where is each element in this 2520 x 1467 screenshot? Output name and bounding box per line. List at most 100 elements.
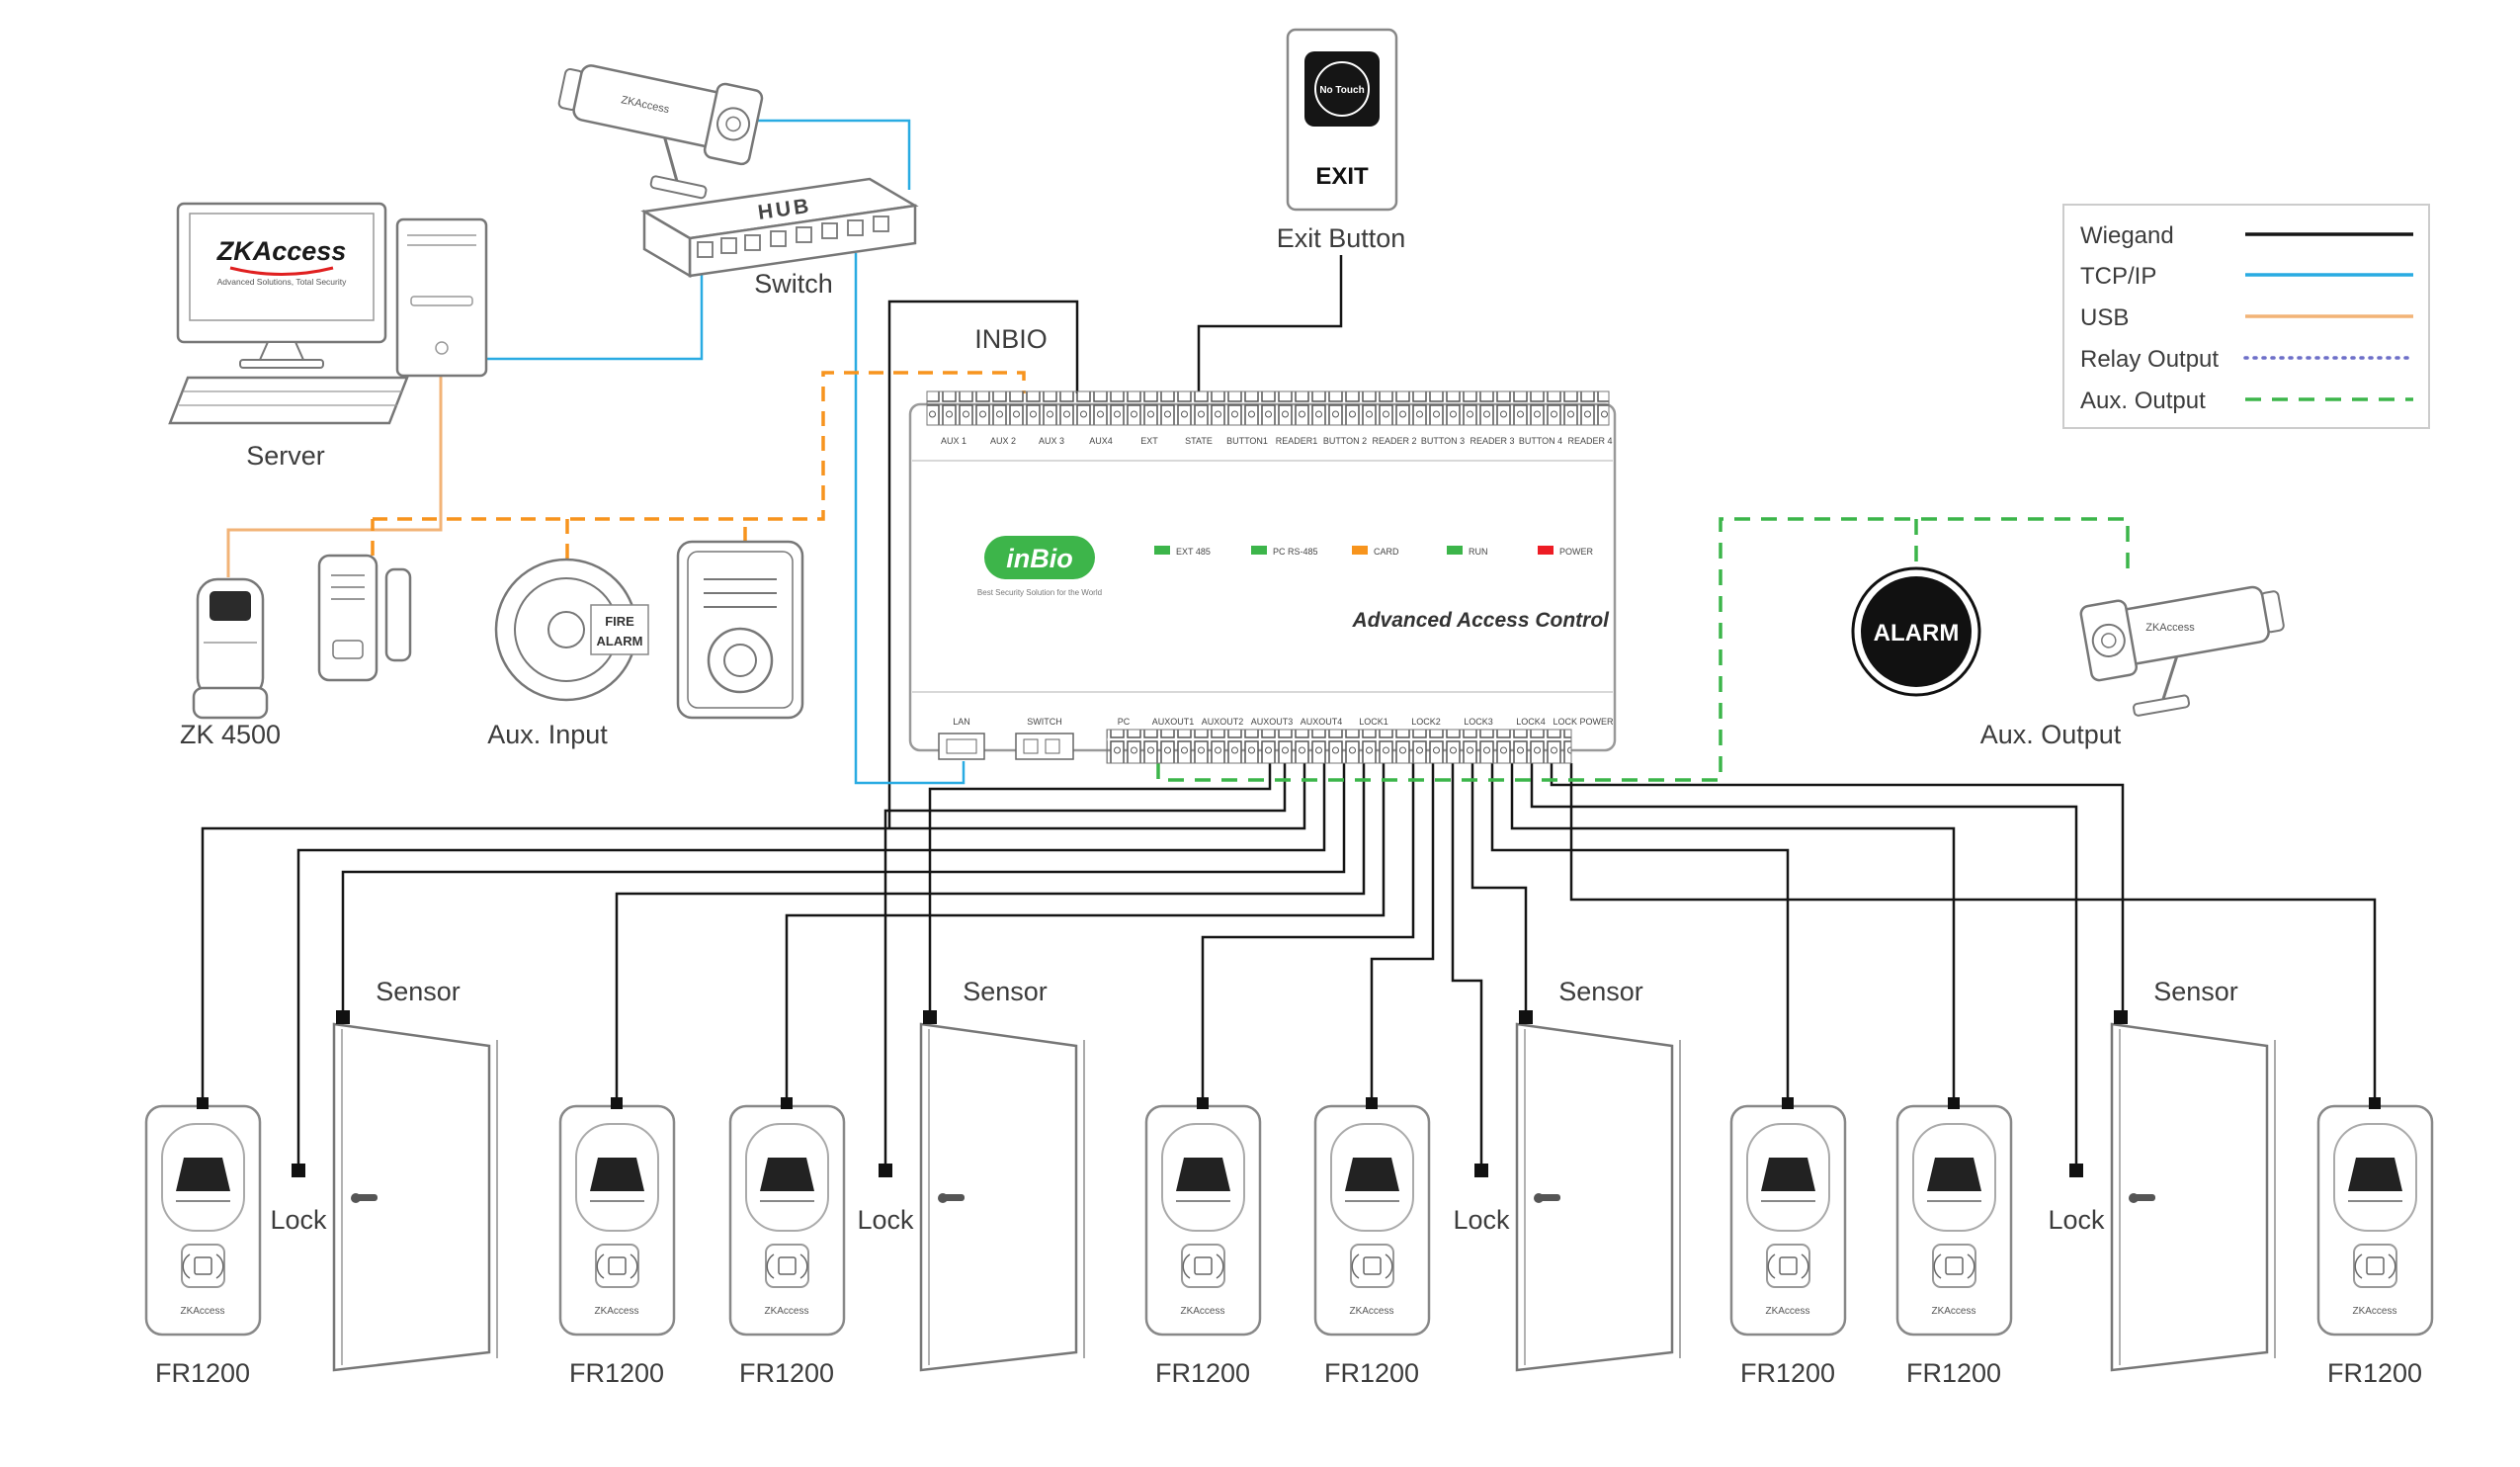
wire-reader2	[615, 763, 1366, 1103]
legend-label-tcpip: TCP/IP	[2080, 263, 2156, 290]
wire-hub-to-inbio-lan	[854, 253, 966, 785]
fr1200-label-1: FR1200	[155, 1358, 250, 1388]
fr1200-reader-6	[1729, 1104, 1847, 1337]
reader-connector	[1366, 1097, 1378, 1109]
reader-connector	[611, 1097, 623, 1109]
status-leds: EXT 485 PC RS-485 CARD RUN POWER	[1154, 546, 1594, 557]
svg-text:BUTTON1: BUTTON1	[1226, 436, 1268, 446]
switch-block	[1015, 733, 1074, 760]
svg-text:AUXOUT1: AUXOUT1	[1152, 717, 1195, 727]
svg-text:BUTTON 3: BUTTON 3	[1421, 436, 1465, 446]
fr1200-label-8: FR1200	[2327, 1358, 2422, 1388]
aux-input-label: Aux. Input	[487, 720, 608, 749]
svg-text:LOCK4: LOCK4	[1516, 717, 1546, 727]
fr1200-label-7: FR1200	[1906, 1358, 2001, 1388]
door-lock-connector	[292, 1164, 305, 1177]
smoke-detector: FIRE ALARM	[494, 558, 649, 702]
inbio-controller: AUX 1 AUX 2 AUX 3 AUX4 EXT STATE BUTTON1…	[908, 390, 1617, 764]
reader-connector	[1782, 1097, 1794, 1109]
lock-label-3: Lock	[1453, 1205, 1510, 1235]
wire-lock3	[1451, 763, 1483, 1169]
monitor-stand	[258, 341, 305, 361]
alarm-text: ALARM	[1874, 620, 1960, 647]
hub-side-face	[642, 209, 692, 279]
top-terminal-labels: AUX 1 AUX 2 AUX 3 AUX4 EXT STATE BUTTON1…	[941, 436, 1613, 446]
wire-lock4	[1530, 763, 2078, 1169]
inbio-caption: Advanced Access Control	[1352, 609, 1611, 632]
server-tower	[395, 217, 488, 378]
tcpip-wires	[486, 119, 966, 785]
legend-label-relay-output: Relay Output	[2080, 346, 2219, 373]
svg-text:EXT: EXT	[1140, 436, 1158, 446]
fire-alarm-text-line1: FIRE	[605, 614, 634, 629]
svg-text:LOCK3: LOCK3	[1464, 717, 1493, 727]
keyboard	[168, 376, 409, 425]
door-lock-connector	[2069, 1164, 2083, 1177]
bottom-terminal-labels: LAN SWITCH PC AUXOUT1 AUXOUT2 AUXOUT3 AU…	[953, 717, 1614, 727]
wire-camera-to-hub	[749, 119, 911, 190]
led-pc-rs485	[1251, 546, 1267, 555]
svg-text:READER 2: READER 2	[1372, 436, 1416, 446]
lock-label-1: Lock	[270, 1205, 327, 1235]
lock-label-4: Lock	[2048, 1205, 2105, 1235]
fr1200-reader-4	[1144, 1104, 1262, 1337]
svg-text:BUTTON 4: BUTTON 4	[1519, 436, 1562, 446]
svg-text:AUXOUT4: AUXOUT4	[1301, 717, 1343, 727]
wire-sensor3	[1470, 763, 1528, 1016]
svg-text:SWITCH: SWITCH	[1027, 717, 1062, 727]
door-sensor-connector	[923, 1010, 937, 1024]
wire-reader3	[785, 763, 1386, 1103]
svg-text:AUX 2: AUX 2	[990, 436, 1016, 446]
wiegand-wires	[201, 255, 2377, 1169]
led-run	[1447, 546, 1463, 555]
wire-reader1	[201, 763, 1306, 1103]
svg-text:LOCK2: LOCK2	[1411, 717, 1441, 727]
led-label: EXT 485	[1176, 547, 1211, 557]
fingerprint-window	[210, 591, 251, 621]
aux-output-camera	[2078, 571, 2297, 725]
monitor-base	[239, 359, 324, 369]
server-brand-tagline: Advanced Solutions, Total Security	[217, 277, 347, 287]
svg-text:READER1: READER1	[1276, 436, 1318, 446]
fr1200-label-4: FR1200	[1155, 1358, 1250, 1388]
inbio-logo-tagline: Best Security Solution for the World	[977, 588, 1102, 597]
legend-label-wiegand: Wiegand	[2080, 222, 2174, 249]
led-label: RUN	[1469, 547, 1488, 557]
fr1200-reader-8	[2316, 1104, 2434, 1337]
aux-output-label: Aux. Output	[1980, 720, 2122, 749]
wire-reader5	[1370, 763, 1435, 1103]
fr1200-label-3: FR1200	[739, 1358, 834, 1388]
fire-alarm-text-line2: ALARM	[597, 634, 643, 648]
fr1200-label-6: FR1200	[1740, 1358, 1835, 1388]
switch-pin	[1023, 738, 1039, 754]
wire-reader6	[1490, 763, 1790, 1103]
svg-text:BUTTON 2: BUTTON 2	[1323, 436, 1367, 446]
wire-exit-button-to-inbio	[1197, 255, 1343, 393]
inbio-top-terminals	[926, 390, 1610, 426]
svg-text:LOCK1: LOCK1	[1359, 717, 1388, 727]
wire-hub-to-server	[486, 274, 704, 361]
led-label: POWER	[1559, 547, 1594, 557]
door-lock-connector	[1474, 1164, 1488, 1177]
door-3	[1515, 1022, 1682, 1372]
tower-power-button	[435, 341, 449, 355]
inbio-logo-badge	[984, 536, 1095, 579]
legend-label-usb: USB	[2080, 304, 2129, 331]
wire-reader7	[1510, 763, 1956, 1103]
zk4500-fingerprint-reader	[192, 577, 269, 720]
monitor-screen	[189, 213, 375, 321]
fr1200-reader-1	[144, 1104, 262, 1337]
lan-jack	[938, 733, 985, 760]
svg-text:AUX4: AUX4	[1089, 436, 1113, 446]
exit-text: EXIT	[1315, 163, 1369, 190]
reader-connector	[197, 1097, 209, 1109]
exit-button-device: No Touch EXIT	[1286, 28, 1398, 212]
reader-connector	[1948, 1097, 1960, 1109]
legend: Wiegand TCP/IP USB Relay Output Aux. Out…	[2062, 204, 2430, 429]
server-computer: ZKAccess Advanced Solutions, Total Secur…	[168, 202, 488, 425]
inbio-bottom-terminals	[1106, 729, 1572, 764]
tower-drive-slot	[410, 296, 473, 306]
wire-reader4	[1201, 763, 1415, 1103]
wire-connectors	[197, 1010, 2381, 1177]
